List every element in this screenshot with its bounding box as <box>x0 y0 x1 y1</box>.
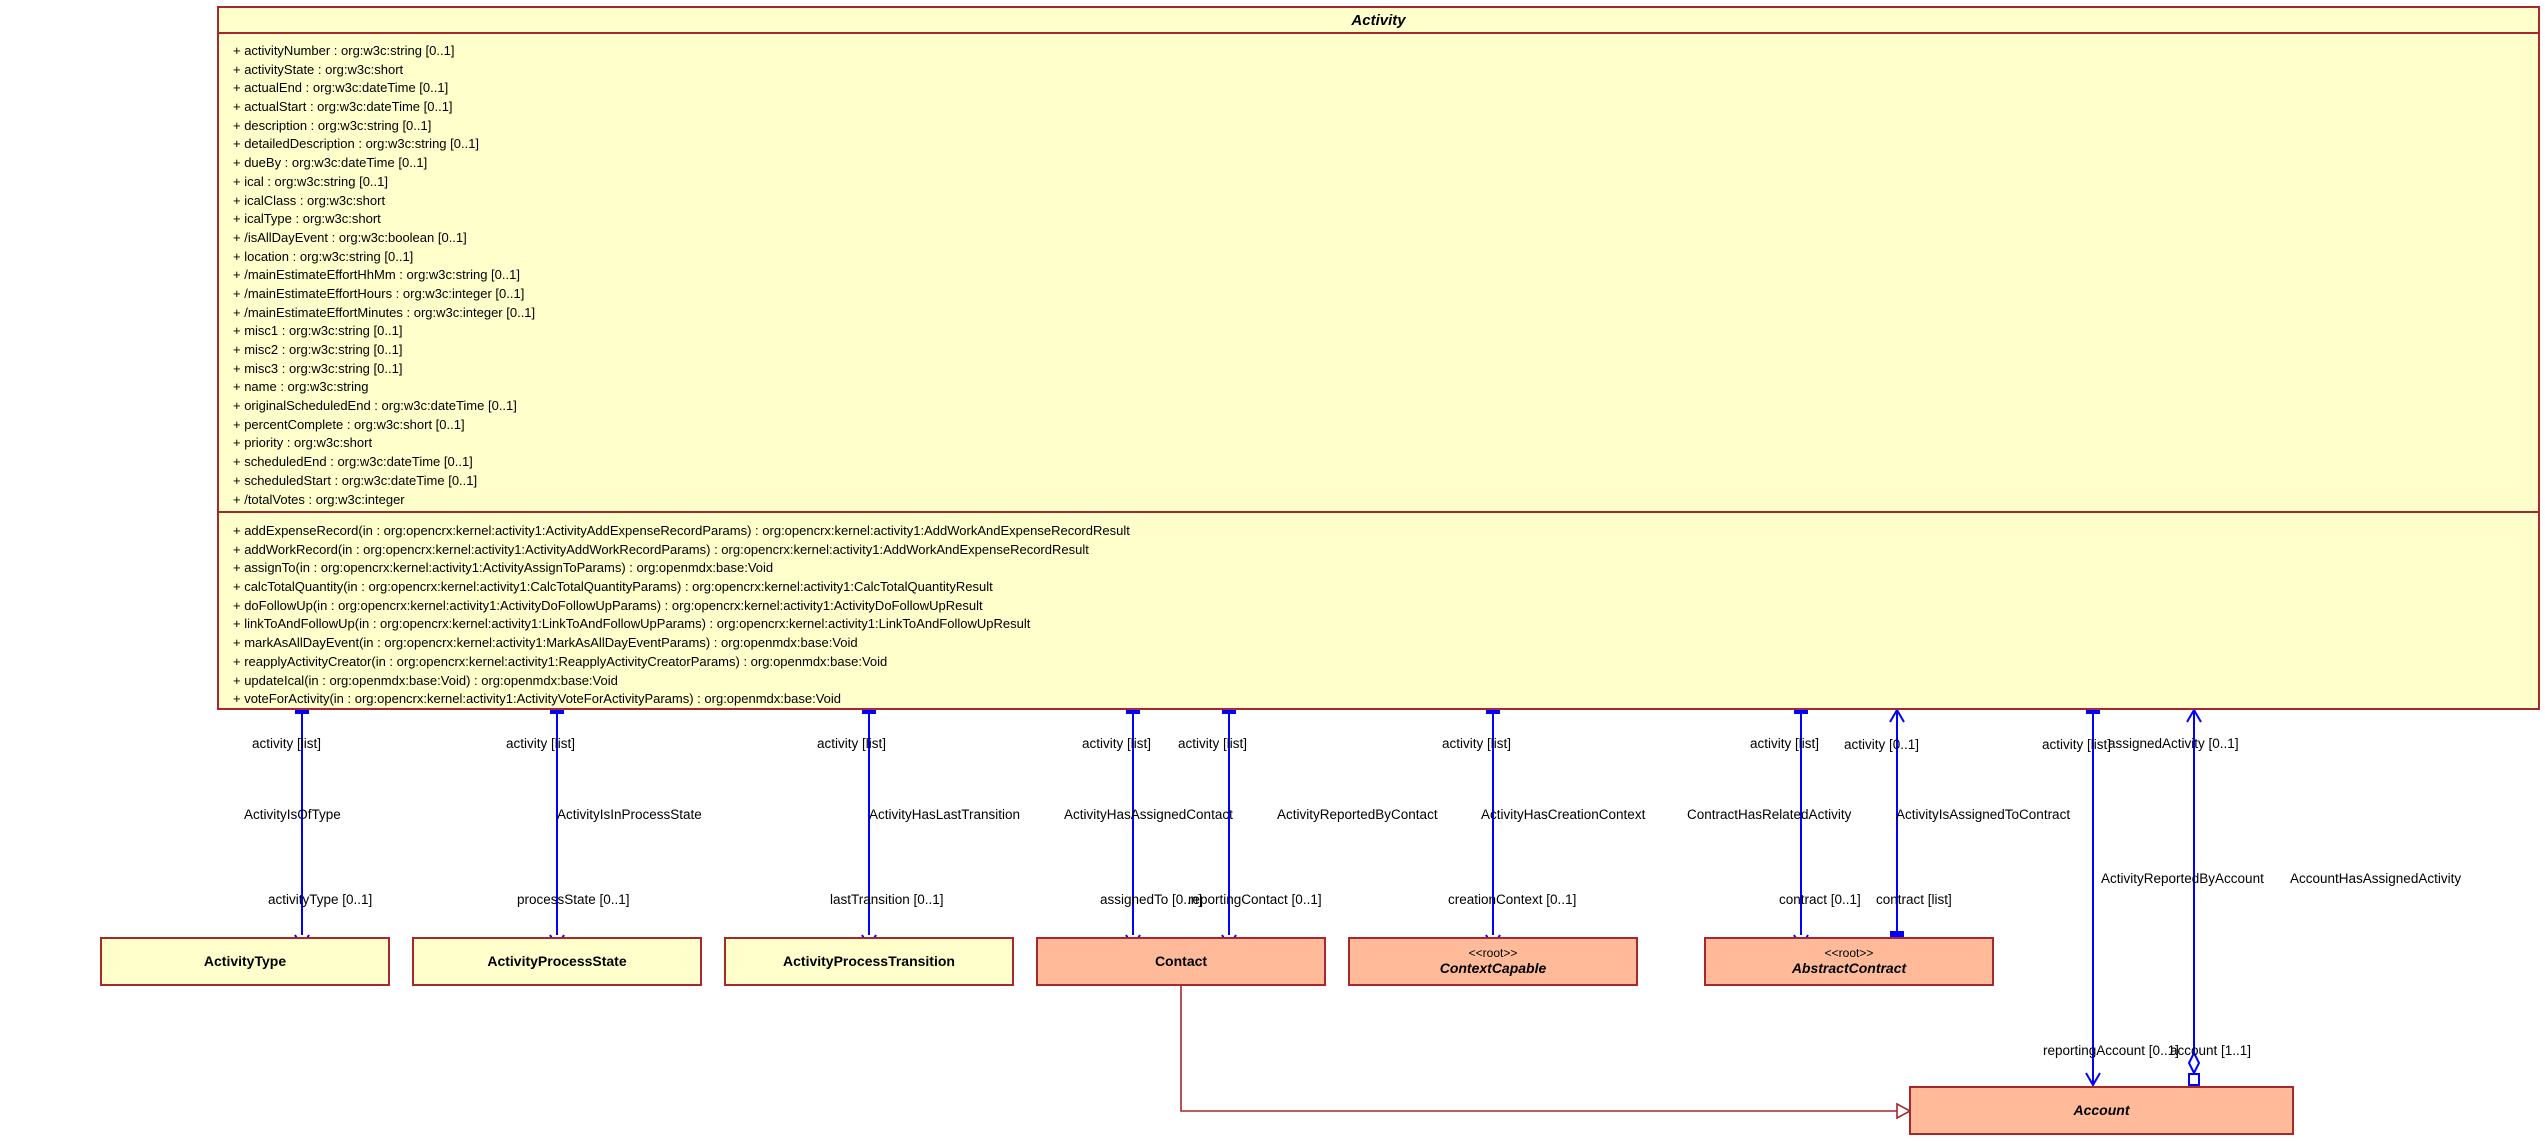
activity-operation-list: + addExpenseRecord(in : org:opencrx:kern… <box>233 522 1130 709</box>
role-label: activity [list] <box>1178 736 1248 751</box>
attribute-row: + name : org:w3c:string <box>233 379 369 395</box>
attribute-row: + /mainEstimateEffortMinutes : org:w3c:i… <box>233 304 536 320</box>
association-name: ActivityReportedByContact <box>1277 807 1438 822</box>
association-name: ActivityHasAssignedContact <box>1064 807 1233 822</box>
attribute-row: + actualStart : org:w3c:dateTime [0..1] <box>233 99 453 115</box>
class-name: ActivityProcessTransition <box>783 953 955 969</box>
attribute-row: + ical : org:w3c:string [0..1] <box>233 173 388 189</box>
association-name: ActivityIsAssignedToContract <box>1896 807 2071 822</box>
compartment-divider <box>219 511 2538 513</box>
class-activity[interactable]: Activity + activityNumber : org:w3c:stri… <box>217 6 2540 710</box>
attribute-row: + /isAllDayEvent : org:w3c:boolean [0..1… <box>233 229 467 245</box>
role-label: activity [list] <box>1750 736 1820 751</box>
operation-row: + markAsAllDayEvent(in : org:opencrx:ker… <box>233 635 858 651</box>
role-label: activity [list] <box>817 736 887 751</box>
class-activity-process-transition[interactable]: ActivityProcessTransition <box>724 937 1014 986</box>
role-label: account [1..1] <box>2170 1043 2252 1058</box>
association-name: ActivityIsOfType <box>244 807 341 822</box>
attribute-row: + /mainEstimateEffortHhMm : org:w3c:stri… <box>233 267 520 283</box>
operation-row: + addExpenseRecord(in : org:opencrx:kern… <box>233 523 1130 538</box>
attribute-row: + activityNumber : org:w3c:string [0..1] <box>233 43 455 58</box>
role-label: processState [0..1] <box>517 892 630 907</box>
role-label: activity [list] <box>506 736 576 751</box>
attribute-row: + percentComplete : org:w3c:short [0..1] <box>233 416 465 432</box>
class-abstract-contract[interactable]: <<root>> AbstractContract <box>1704 937 1994 986</box>
attribute-row: + misc3 : org:w3c:string [0..1] <box>233 360 403 376</box>
class-name: ContextCapable <box>1439 959 1547 976</box>
attribute-row: + icalType : org:w3c:short <box>233 211 381 227</box>
operation-row: + voteForActivity(in : org:opencrx:kerne… <box>233 691 841 707</box>
role-label: lastTransition [0..1] <box>830 892 944 907</box>
attribute-row: + description : org:w3c:string [0..1] <box>233 117 432 133</box>
attribute-row: + location : org:w3c:string [0..1] <box>233 248 414 264</box>
attribute-row: + /mainEstimateEffortHours : org:w3c:int… <box>233 285 525 301</box>
role-label: reportingContact [0..1] <box>1188 892 1322 907</box>
role-label: activity [list] <box>2042 737 2112 752</box>
attribute-row: + priority : org:w3c:short <box>233 435 373 451</box>
class-name: Account <box>2073 1102 2130 1118</box>
role-label: reportingAccount [0..1] <box>2043 1043 2179 1058</box>
association-name: AccountHasAssignedActivity <box>2290 871 2462 886</box>
attribute-row: + originalScheduledEnd : org:w3c:dateTim… <box>233 398 517 414</box>
class-account[interactable]: Account <box>1909 1086 2294 1135</box>
association-name: ActivityReportedByAccount <box>2101 871 2264 886</box>
role-label: activityType [0..1] <box>268 892 373 907</box>
operation-row: + assignTo(in : org:opencrx:kernel:activ… <box>233 560 774 576</box>
attribute-row: + actualEnd : org:w3c:dateTime [0..1] <box>233 80 449 96</box>
attribute-row: + activityState : org:w3c:short <box>233 61 404 77</box>
operation-row: + calcTotalQuantity(in : org:opencrx:ker… <box>233 579 993 595</box>
attribute-row: + scheduledEnd : org:w3c:dateTime [0..1] <box>233 454 473 470</box>
attribute-row: + icalClass : org:w3c:short <box>233 192 386 208</box>
activity-attribute-list: + activityNumber : org:w3c:string [0..1]… <box>233 42 535 509</box>
association-name: ActivityHasCreationContext <box>1481 807 1646 822</box>
class-activity-name: Activity <box>219 8 2538 34</box>
class-activity-process-state[interactable]: ActivityProcessState <box>412 937 702 986</box>
class-name: Contact <box>1154 953 1208 969</box>
attribute-row: + misc2 : org:w3c:string [0..1] <box>233 342 403 357</box>
attribute-row: + dueBy : org:w3c:dateTime [0..1] <box>233 155 428 171</box>
role-label: assignedActivity [0..1] <box>2108 736 2239 751</box>
class-name: ActivityType <box>203 953 287 969</box>
role-label: activity [list] <box>252 736 322 751</box>
operation-row: + updateIcal(in : org:openmdx:base:Void)… <box>233 672 618 688</box>
role-label: activity [0..1] <box>1844 737 1920 752</box>
class-context-capable[interactable]: <<root>> ContextCapable <box>1348 937 1638 986</box>
attribute-row: + scheduledStart : org:w3c:dateTime [0..… <box>233 472 478 488</box>
class-contact[interactable]: Contact <box>1036 937 1326 986</box>
generalization-contact-account <box>1180 985 1912 1120</box>
attribute-row: + misc1 : org:w3c:string [0..1] <box>233 323 403 339</box>
class-activity-type[interactable]: ActivityType <box>100 937 390 986</box>
association-name: ActivityHasLastTransition <box>869 807 1021 822</box>
association-name: ContractHasRelatedActivity <box>1687 807 1852 822</box>
class-stereotype: <<root>> <box>1824 945 1874 960</box>
operation-row: + addWorkRecord(in : org:opencrx:kernel:… <box>233 541 1089 557</box>
role-label: activity [list] <box>1442 736 1512 751</box>
attribute-row: + /totalVotes : org:w3c:integer <box>233 491 405 507</box>
role-label: contract [0..1] <box>1779 892 1861 907</box>
role-label: contract [list] <box>1876 892 1952 907</box>
attribute-row: + detailedDescription : org:w3c:string [… <box>233 136 480 152</box>
class-name: ActivityProcessState <box>487 953 627 969</box>
role-label: creationContext [0..1] <box>1448 892 1577 907</box>
operation-row: + reapplyActivityCreator(in : org:opencr… <box>233 653 888 669</box>
operation-row: + linkToAndFollowUp(in : org:opencrx:ker… <box>233 616 1031 632</box>
role-label: activity [list] <box>1082 736 1152 751</box>
association-name: ActivityIsInProcessState <box>557 807 702 822</box>
class-stereotype: <<root>> <box>1468 945 1518 960</box>
class-name: AbstractContract <box>1791 959 1907 976</box>
role-label: assignedTo [0..n] <box>1100 892 1203 907</box>
operation-row: + doFollowUp(in : org:opencrx:kernel:act… <box>233 597 983 613</box>
